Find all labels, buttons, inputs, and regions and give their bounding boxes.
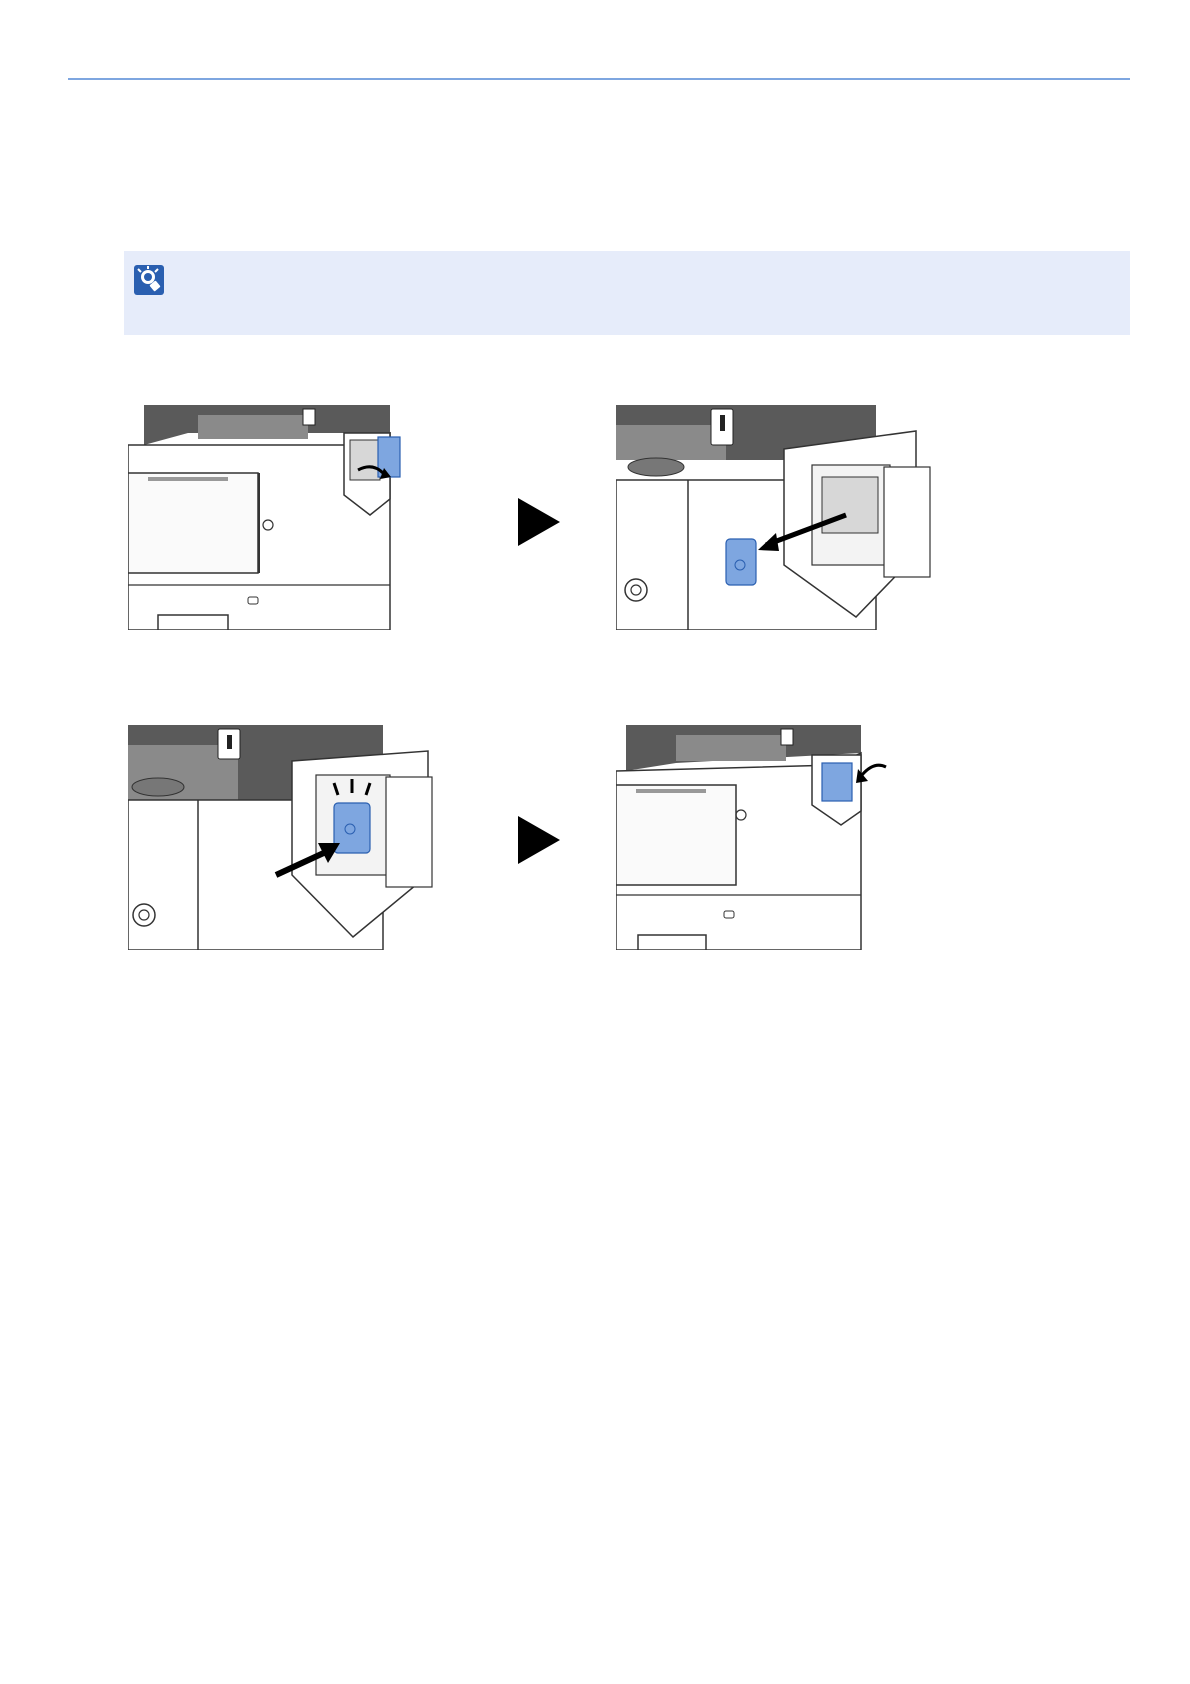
play-arrow-icon bbox=[518, 816, 560, 864]
illustration-cartridge-insert bbox=[128, 725, 468, 950]
illustration-cartridge-remove bbox=[616, 405, 956, 630]
play-arrow-icon bbox=[518, 498, 560, 546]
illustration-holder-close bbox=[616, 725, 926, 950]
lightbulb-icon bbox=[134, 265, 164, 295]
illustration-holder-open bbox=[128, 405, 438, 630]
note-box bbox=[124, 251, 1130, 335]
header-rule bbox=[68, 78, 1130, 80]
